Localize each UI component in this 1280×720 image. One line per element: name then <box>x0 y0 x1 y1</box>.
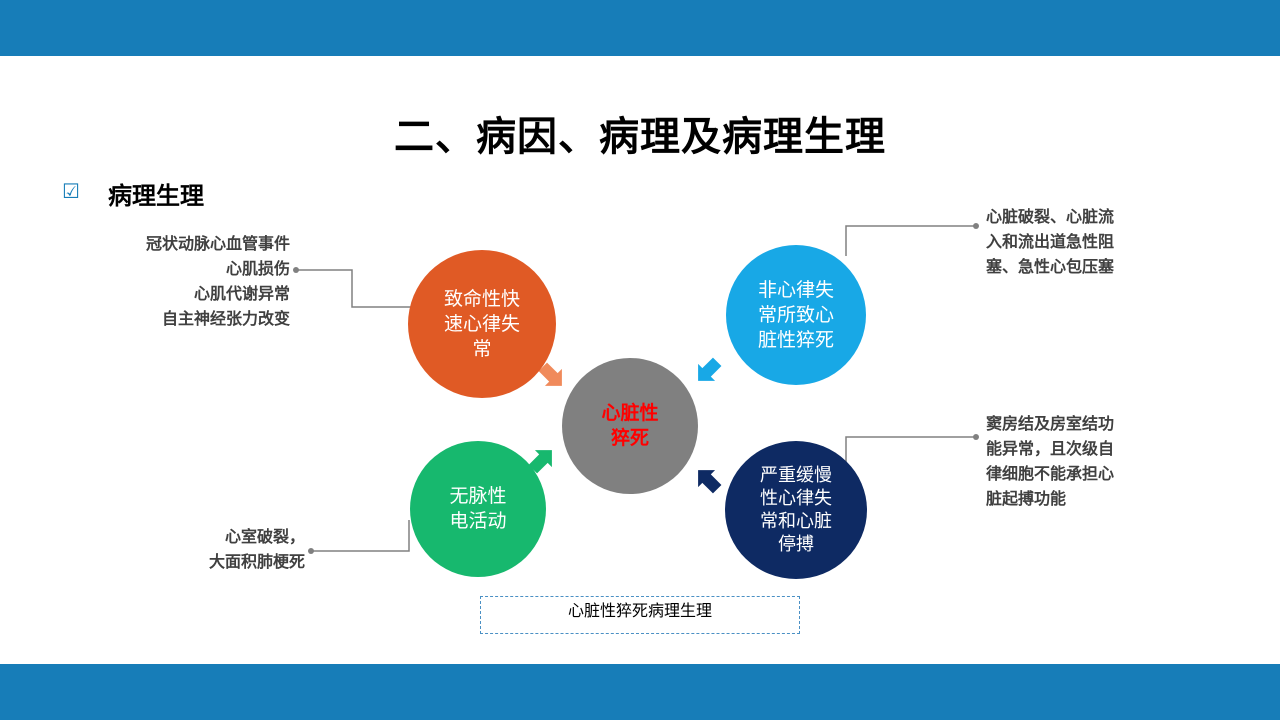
node-label-lightblue: 非心律失 常所致心 脏性猝死 <box>757 278 834 351</box>
node-circle-green: 无脉性 电活动 <box>410 441 546 577</box>
node-circle-lightblue: 非心律失 常所致心 脏性猝死 <box>726 245 866 385</box>
note-line: 律细胞不能承担心 <box>986 464 1115 483</box>
note-line: 心室破裂， <box>224 527 305 546</box>
connector-top-right <box>845 225 976 256</box>
connector-dot-bottom-right <box>973 434 979 440</box>
node-label-green: 无脉性 电活动 <box>449 485 507 532</box>
note-line: 塞、急性心包压塞 <box>986 257 1115 276</box>
note-line: 窦房结及房室结功 <box>986 414 1115 433</box>
note-bottom-right: 窦房结及房室结功 能异常，且次级自 律细胞不能承担心 脏起搏功能 <box>986 411 1114 511</box>
note-line: 大面积肺梗死 <box>208 552 305 571</box>
connector-dot-bottom-left <box>308 548 314 554</box>
arrow-navy <box>698 470 722 494</box>
note-top-left: 冠状动脉心血管事件 心肌损伤 心肌代谢异常 自主神经张力改变 <box>146 231 290 331</box>
note-line: 心肌代谢异常 <box>193 284 290 303</box>
diagram-caption: 心脏性猝死病理生理 <box>480 596 800 634</box>
note-top-right: 心脏破裂、心脏流 入和流出道急性阻 塞、急性心包压塞 <box>986 204 1114 279</box>
note-line: 能异常，且次级自 <box>986 439 1115 458</box>
connector-bottom-left <box>311 520 410 552</box>
center-circle: 心脏性 猝死 <box>562 358 698 494</box>
note-bottom-left: 心室破裂， 大面积肺梗死 <box>209 524 305 574</box>
note-line: 心脏破裂、心脏流 <box>986 207 1115 226</box>
connector-bottom-right <box>845 436 976 466</box>
section-heading: 病理生理 <box>108 182 204 210</box>
checkbox-checked-icon: ☑ <box>62 179 80 203</box>
note-line: 脏起搏功能 <box>986 489 1067 508</box>
center-label: 心脏性 猝死 <box>601 402 659 449</box>
node-label-navy: 严重缓慢 性心律失 常和心脏 停搏 <box>760 465 832 555</box>
note-line: 心肌损伤 <box>225 259 290 278</box>
node-circle-navy: 严重缓慢 性心律失 常和心脏 停搏 <box>725 441 867 579</box>
connector-dot-top-left <box>293 267 299 273</box>
arrow-green <box>528 450 552 474</box>
note-line: 自主神经张力改变 <box>161 309 290 328</box>
bottom-band <box>0 664 1280 720</box>
connector-top-left <box>296 269 412 308</box>
top-band <box>0 0 1280 56</box>
note-line: 冠状动脉心血管事件 <box>145 234 290 253</box>
arrow-lightblue <box>698 357 722 381</box>
connector-dot-top-right <box>973 223 979 229</box>
node-label-orange: 致命性快 速心律失 常 <box>443 287 520 360</box>
arrow-orange <box>538 362 562 386</box>
node-circle-orange: 致命性快 速心律失 常 <box>408 250 556 398</box>
note-line: 入和流出道急性阻 <box>986 232 1115 251</box>
page-title: 二、病因、病理及病理生理 <box>394 114 886 160</box>
